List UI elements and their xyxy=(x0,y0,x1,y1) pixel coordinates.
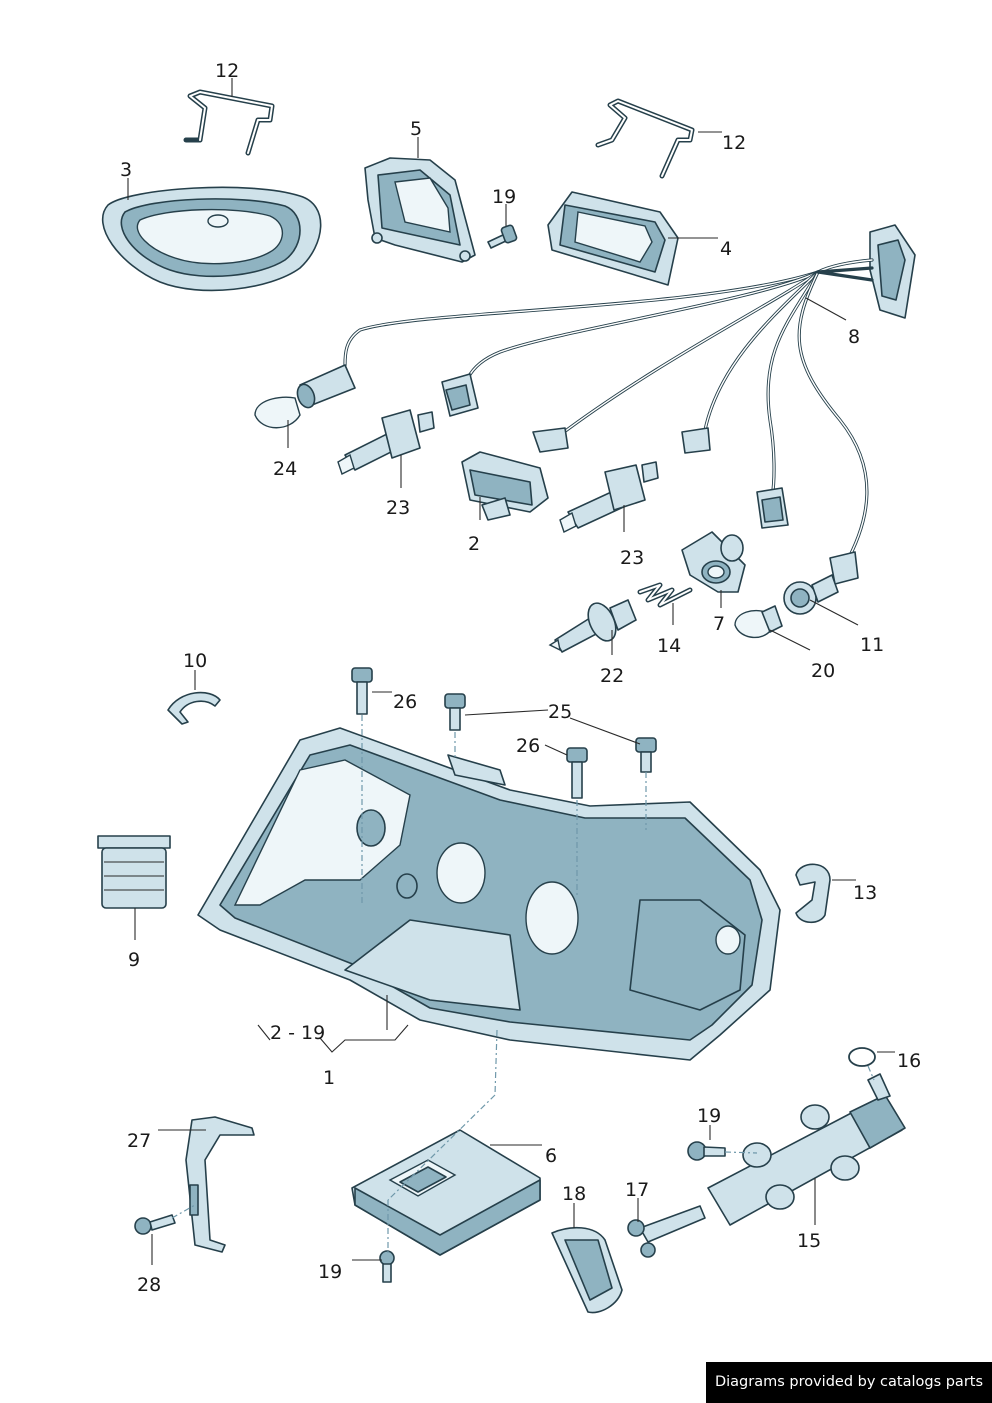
screw-28 xyxy=(134,1214,176,1235)
callout-12-left: 12 xyxy=(215,60,239,82)
callout-1: 1 xyxy=(323,1067,335,1089)
wiring-harness-8 xyxy=(343,224,916,585)
credits-text: Diagrams provided by catalogs parts xyxy=(714,1374,984,1390)
cap-5 xyxy=(364,157,476,263)
callout-2: 2 xyxy=(468,533,480,555)
callout-10: 10 xyxy=(183,650,207,672)
assembly-lines xyxy=(171,715,875,1255)
callout-19-bottom: 19 xyxy=(318,1261,342,1283)
bolt-26-left xyxy=(351,667,373,715)
callout-2-19: 2 - 19 xyxy=(270,1022,325,1044)
cap-18 xyxy=(551,1226,623,1314)
callout-12-right: 12 xyxy=(722,132,746,154)
callout-7: 7 xyxy=(713,613,725,635)
callout-23-left: 23 xyxy=(386,497,410,519)
callout-16: 16 xyxy=(897,1050,921,1072)
bulb-20 xyxy=(734,605,783,639)
callout-18: 18 xyxy=(562,1183,586,1205)
spring-clip-14 xyxy=(637,582,693,608)
screw-19-right xyxy=(687,1141,726,1161)
callout-9: 9 xyxy=(128,949,140,971)
control-unit-6 xyxy=(351,1129,541,1256)
headlight-housing-1 xyxy=(197,727,781,1061)
callout-24: 24 xyxy=(273,458,297,480)
clip-12-left xyxy=(183,89,275,156)
callout-15: 15 xyxy=(797,1230,821,1252)
grommet-9 xyxy=(97,835,171,909)
bolt-25-left xyxy=(444,693,466,731)
bulb-23-right xyxy=(559,461,659,533)
seal-16 xyxy=(848,1047,876,1067)
bulb-24 xyxy=(254,364,356,429)
bulb-22 xyxy=(548,599,637,653)
callout-4: 4 xyxy=(720,238,732,260)
actuator-15 xyxy=(707,1073,906,1226)
clip-13 xyxy=(795,863,831,924)
callout-3: 3 xyxy=(120,159,132,181)
callout-25: 25 xyxy=(548,701,572,723)
gasket-3 xyxy=(101,186,322,292)
callout-27: 27 xyxy=(127,1130,151,1152)
callout-17: 17 xyxy=(625,1179,649,1201)
callout-19-right: 19 xyxy=(697,1105,721,1127)
screw-19-top xyxy=(487,224,518,249)
callout-5: 5 xyxy=(410,118,422,140)
callout-23-right: 23 xyxy=(620,547,644,569)
callout-labels: 12 3 5 19 12 4 8 24 23 2 23 7 14 11 22 2… xyxy=(120,60,921,1296)
clip-12-right xyxy=(595,98,695,179)
rod-17 xyxy=(627,1205,706,1258)
clip-10 xyxy=(167,691,221,725)
callout-11: 11 xyxy=(860,634,884,656)
bracket-27 xyxy=(185,1116,255,1253)
callout-26-top: 26 xyxy=(393,691,417,713)
motor-2 xyxy=(461,451,549,521)
leader-lines xyxy=(127,78,895,1265)
callout-28: 28 xyxy=(137,1274,161,1296)
screw-19-bottom xyxy=(379,1250,395,1283)
socket-11 xyxy=(783,574,839,615)
cover-4 xyxy=(547,191,679,286)
credits-footer: Diagrams provided by catalogs parts xyxy=(706,1362,992,1403)
callout-14: 14 xyxy=(657,635,681,657)
callout-19-top: 19 xyxy=(492,186,516,208)
callout-6: 6 xyxy=(545,1145,557,1167)
callout-20: 20 xyxy=(811,660,835,682)
callout-26-mid: 26 xyxy=(516,735,540,757)
callout-22: 22 xyxy=(600,665,624,687)
bolt-25-right xyxy=(635,737,657,773)
callout-8: 8 xyxy=(848,326,860,348)
socket-plate-7 xyxy=(681,531,746,593)
callout-13: 13 xyxy=(853,882,877,904)
bolt-26-right xyxy=(566,747,588,799)
bulb-23-left xyxy=(337,409,435,475)
